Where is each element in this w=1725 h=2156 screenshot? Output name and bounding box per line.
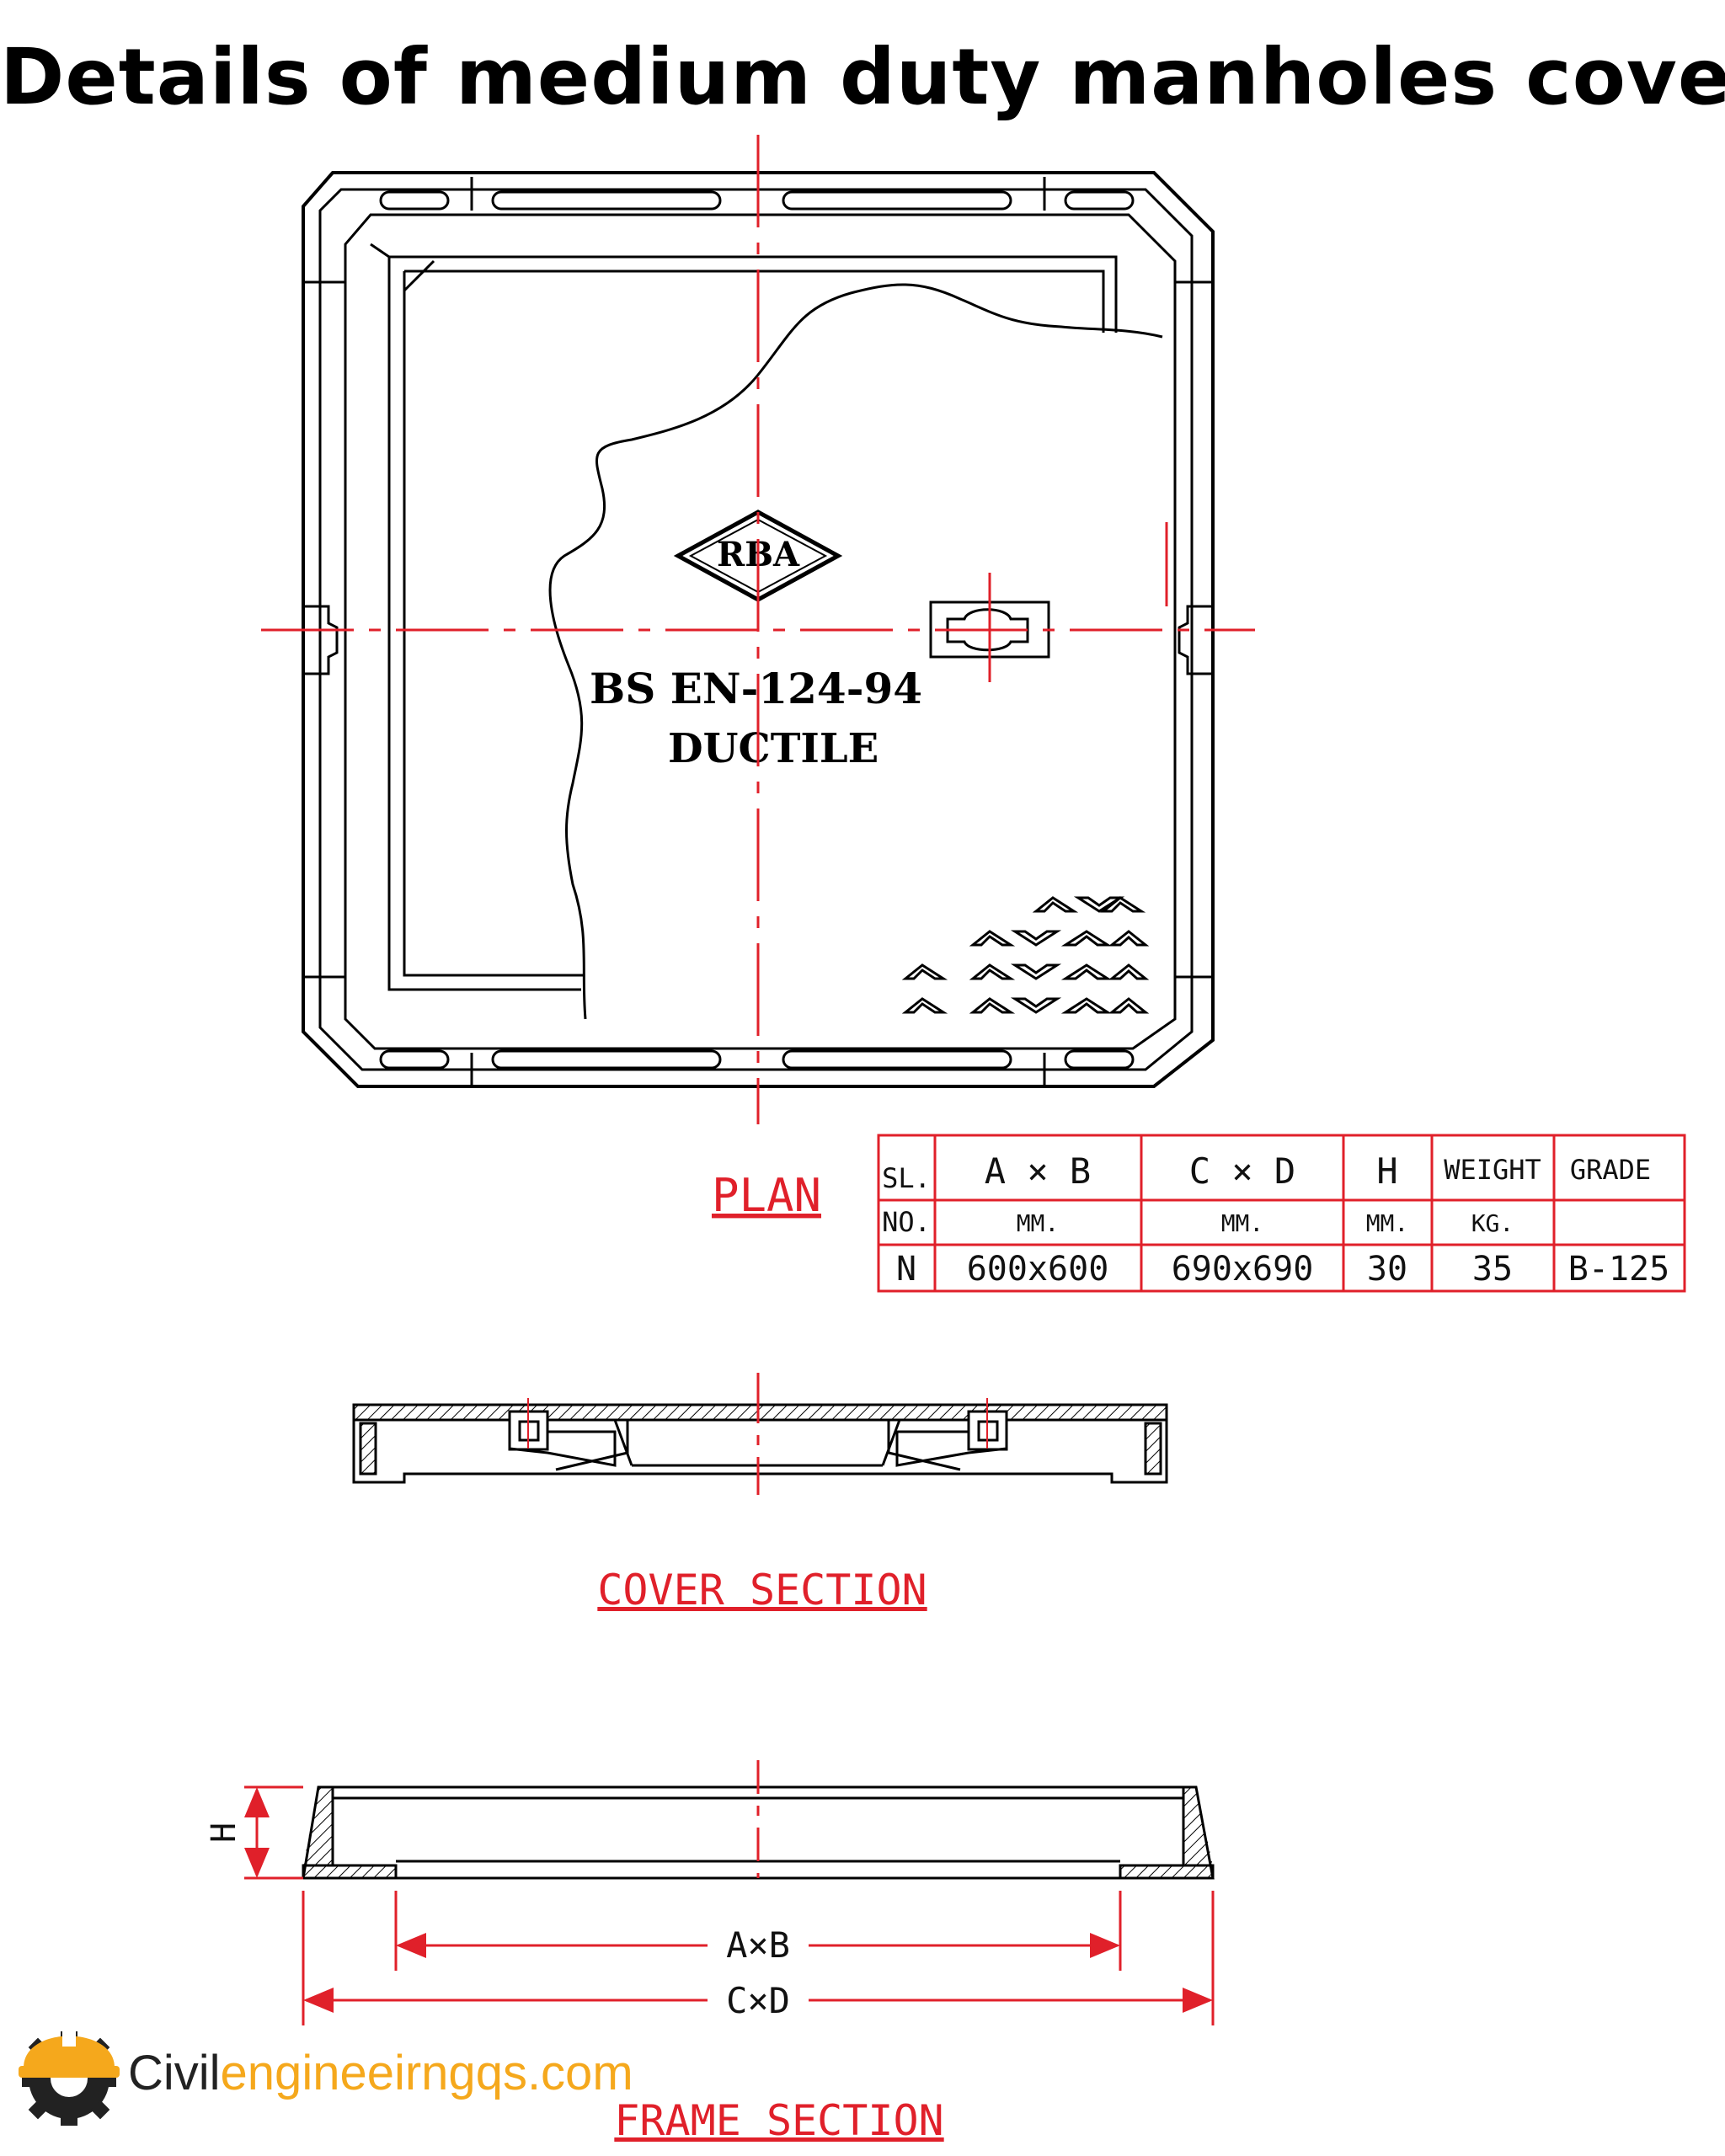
cover-section-label: COVER SECTION <box>597 1566 927 1614</box>
table-cell-sl: N <box>896 1250 916 1289</box>
table-cell-cxd: 690x690 <box>1172 1250 1314 1289</box>
chevron-pattern <box>901 896 1150 1014</box>
slot-top-3 <box>782 190 1012 211</box>
plan-label: PLAN <box>712 1169 821 1222</box>
cover-section-view <box>352 1403 1168 1484</box>
frame-inner <box>318 188 1194 1071</box>
watermark-civil: Civil <box>128 2046 221 2100</box>
plate-material-text: DUCTILE <box>668 725 879 772</box>
cutaway-edge <box>548 283 1163 1020</box>
table-header-weight: WEIGHT <box>1444 1154 1541 1186</box>
plan-view <box>302 171 1215 1088</box>
table-header-cxd: C × D <box>1189 1150 1295 1192</box>
table-cell-h: 30 <box>1367 1250 1407 1289</box>
frame-section-label: FRAME SECTION <box>614 2096 943 2145</box>
dim-outer-label: C×D <box>726 1980 790 2021</box>
slot-top-2 <box>491 190 722 211</box>
spec-table-text: SL. A × B C × D H WEIGHT GRADE NO. MM. M… <box>882 1150 1669 1289</box>
slot-top-4 <box>1064 190 1135 211</box>
frame-section-view <box>302 1785 1215 1880</box>
plan-center-lines <box>261 135 1255 1124</box>
plate-standard-text: BS EN-124-94 <box>590 664 922 713</box>
table-unit-weight: KG. <box>1471 1209 1514 1237</box>
keyhole-icon <box>946 608 1029 652</box>
table-cell-weight: 35 <box>1472 1250 1513 1289</box>
rba-diamond <box>673 510 843 602</box>
table-unit-h: MM. <box>1366 1209 1409 1237</box>
cover-outline <box>344 213 1177 1050</box>
watermark-text: Civilengineeirngqs.com <box>128 2045 633 2101</box>
slot-bottom-2 <box>491 1049 722 1070</box>
lug-right <box>1178 605 1213 675</box>
slot-bottom-1 <box>379 1049 450 1070</box>
watermark-domain: engineeirngqs.com <box>220 2046 633 2100</box>
table-cell-axb: 600x600 <box>967 1250 1109 1289</box>
frame-outer <box>302 171 1215 1088</box>
table-cell-grade: B-125 <box>1568 1250 1669 1289</box>
dim-h-label: H <box>205 1822 243 1843</box>
helmet-gear-icon <box>19 2021 120 2126</box>
table-header-h: H <box>1376 1150 1397 1192</box>
table-header-axb: A × B <box>985 1150 1091 1192</box>
table-header-grade: GRADE <box>1570 1154 1651 1186</box>
slot-top-1 <box>379 190 450 211</box>
table-unit-cxd: MM. <box>1221 1209 1264 1237</box>
lug-left <box>303 605 339 675</box>
spec-table <box>877 1134 1686 1293</box>
table-header-no: NO. <box>882 1206 931 1238</box>
page-title: Details of medium duty manholes cover <box>0 32 1725 122</box>
dim-inner-label: A×B <box>726 1924 790 1966</box>
slot-bottom-3 <box>782 1049 1012 1070</box>
frame-dimensions <box>244 1785 1215 2025</box>
table-unit-axb: MM. <box>1017 1209 1060 1237</box>
slot-bottom-4 <box>1064 1049 1135 1070</box>
table-header-sl: SL. <box>882 1162 931 1194</box>
